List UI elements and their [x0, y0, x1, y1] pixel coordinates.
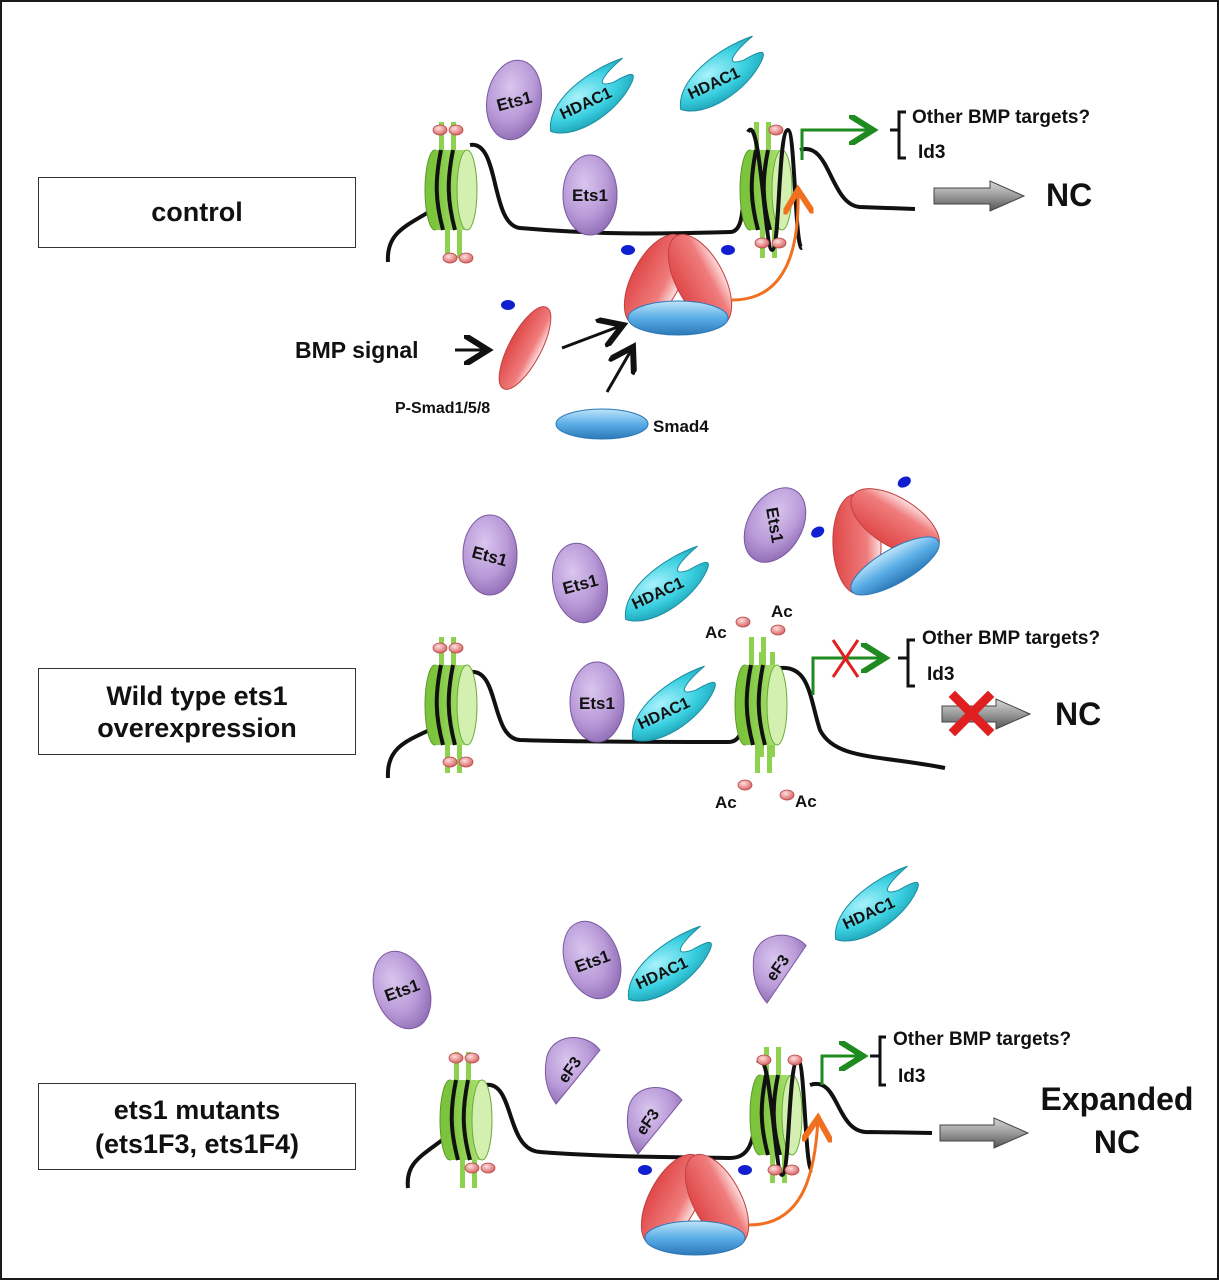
condition-text-line2: overexpression [97, 712, 297, 743]
ef3-free-2: eF3 [544, 1037, 601, 1105]
acetyl-label: Ac [795, 792, 817, 811]
outcome-label-line1: Expanded [1041, 1081, 1194, 1117]
outcome-arrow [939, 1117, 1030, 1149]
ets1-hdac1-complex: Ets1 HDAC1 [479, 55, 645, 145]
protein-label: Ets1 [579, 694, 615, 713]
psmad-monomer [498, 300, 552, 390]
nucleosome-2-compacted [738, 120, 804, 260]
smad-complex [610, 224, 746, 336]
smad-activation-arrow [731, 190, 798, 302]
smad-complex [627, 1144, 763, 1256]
condition-label-control: control [38, 177, 356, 248]
target-bracket [898, 638, 915, 688]
target-id3: Id3 [918, 142, 945, 163]
hdac1-free: HDAC1 [819, 863, 930, 950]
panel-mutants: Ets1 Ets1 HDAC1 eF3 HDAC1 eF3 eF3 Other … [362, 863, 1194, 1256]
acetyl-label: Ac [715, 793, 737, 812]
nucleosome-2-compacted [748, 1045, 814, 1185]
condition-label-overexpression: Wild type ets1 overexpression [38, 668, 356, 755]
outcome-arrow [933, 180, 1026, 212]
ets1-free: Ets1 [462, 514, 518, 596]
ef3-bound: eF3 [626, 1087, 683, 1155]
condition-text-line1: Wild type ets1 [106, 680, 288, 711]
psmad-arrow [561, 325, 623, 350]
transcription-arrow [820, 1056, 863, 1085]
acetyl-groups-released: Ac Ac Ac Ac [705, 602, 817, 812]
smad4-label: Smad4 [653, 417, 709, 436]
ef3-free-1: eF3 [750, 932, 812, 1005]
nucleosome-1 [423, 635, 479, 775]
ets1-free: Ets1 [362, 942, 442, 1038]
smad4-monomer [555, 408, 649, 440]
condition-text-line1: ets1 mutants [113, 1094, 281, 1125]
panel-overexpression: Ets1 Ets1 HDAC1 Ets1 Ets1 HDAC1 Ac Ac A [385, 451, 1101, 812]
condition-text: control [151, 197, 243, 227]
bmp-signal-label: BMP signal [295, 337, 419, 363]
ets1-hdac1-complex: Ets1 HDAC1 [552, 912, 723, 1010]
protein-label: Ets1 [572, 186, 608, 205]
target-bracket [870, 1035, 886, 1087]
condition-label-mutants: ets1 mutants (ets1F3, ets1F4) [38, 1083, 356, 1170]
nucleosome-1 [423, 120, 479, 260]
acetyl-label: Ac [771, 602, 793, 621]
target-id3: Id3 [927, 664, 954, 685]
target-other: Other BMP targets? [912, 107, 1090, 128]
target-other: Other BMP targets? [922, 628, 1100, 649]
ets1-free-rotated: Ets1 [731, 476, 819, 574]
condition-text-line2: (ets1F3, ets1F4) [94, 1128, 300, 1159]
outcome-label: NC [1046, 177, 1092, 213]
outcome-blocked-x [948, 690, 995, 737]
smad-activation-arrow [748, 1118, 818, 1227]
ets1-hdac1-bound: Ets1 HDAC1 [569, 661, 727, 750]
hdac1-free: HDAC1 [664, 33, 775, 120]
smad-complex-free [790, 451, 962, 615]
panel-control: Ets1 HDAC1 HDAC1 Ets1 Other BMP targets?… [295, 33, 1092, 440]
smad4-arrow [605, 347, 633, 393]
outcome-label-line2: NC [1094, 1124, 1140, 1160]
transcription-arrow [800, 130, 873, 160]
transcription-arrow [811, 658, 885, 695]
acetyl-label: Ac [705, 623, 727, 642]
psmad-label: P-Smad1/5/8 [395, 400, 490, 417]
outcome-label: NC [1055, 696, 1101, 732]
ets1-bound: Ets1 [562, 154, 618, 236]
transcription-blocked-x [831, 639, 860, 678]
ets1-hdac1-complex: Ets1 HDAC1 [545, 538, 720, 630]
target-other: Other BMP targets? [893, 1029, 1071, 1050]
target-bracket [890, 110, 906, 160]
nucleosome-2-open [733, 635, 789, 775]
target-id3: Id3 [898, 1066, 925, 1087]
